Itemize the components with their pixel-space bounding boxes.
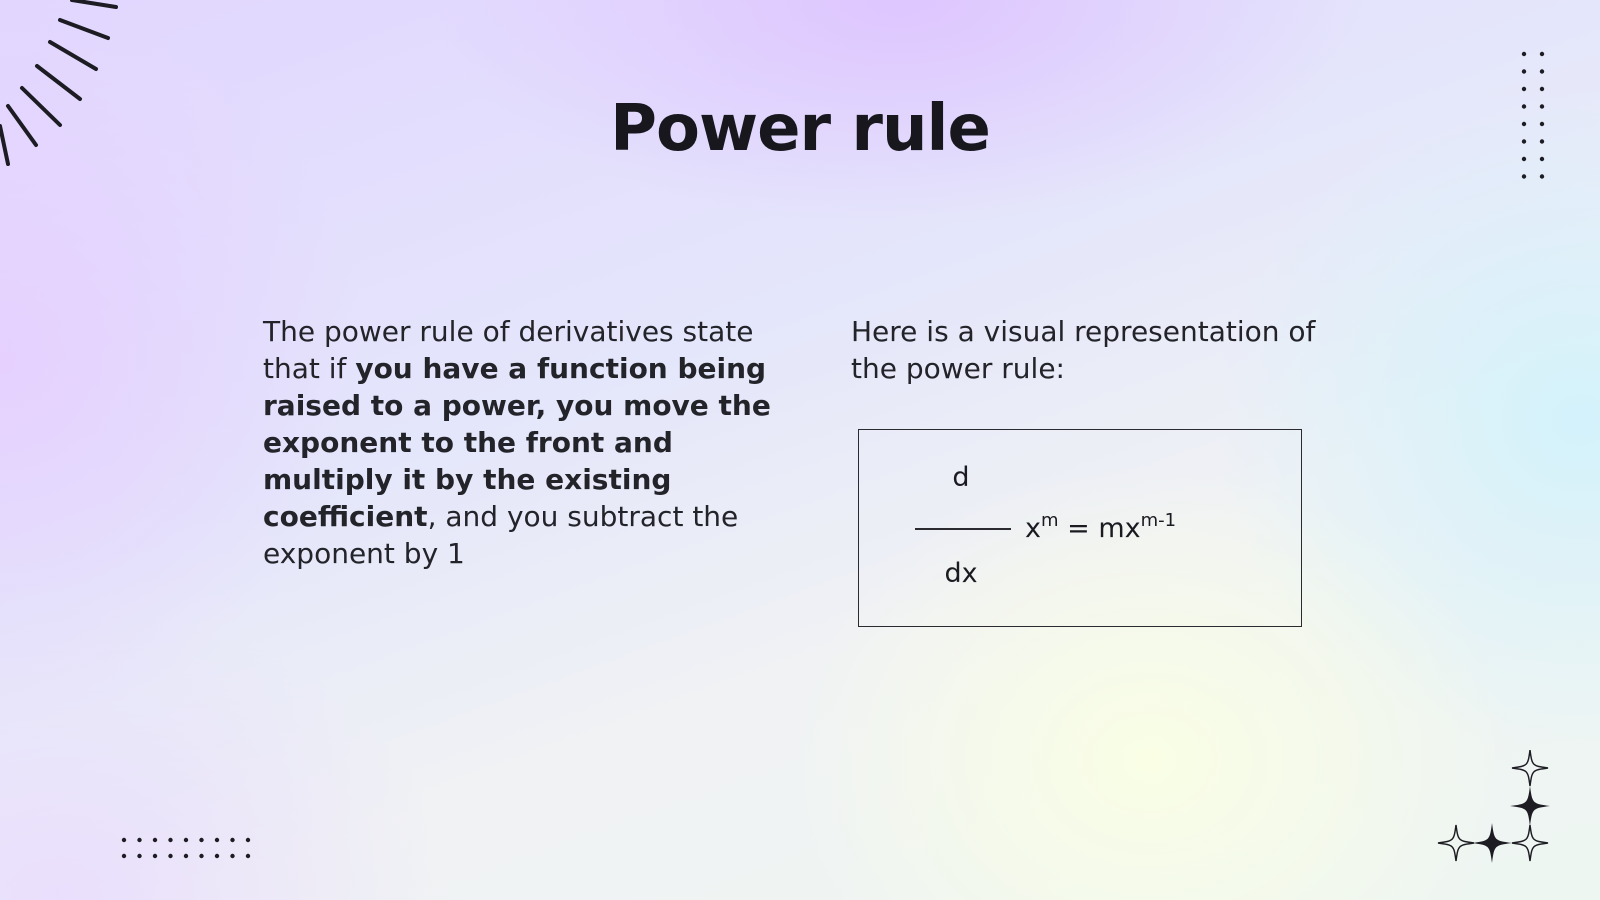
dot xyxy=(121,837,127,843)
dot xyxy=(1539,156,1545,162)
fraction-denominator: dx xyxy=(944,558,978,589)
visual-representation-intro: Here is a visual representation of the p… xyxy=(851,315,1316,385)
power-rule-description: The power rule of derivatives state that… xyxy=(263,313,783,572)
description-text-end: , and you subtract the exponent by 1 xyxy=(263,500,739,570)
dot xyxy=(230,837,235,843)
formula-base: x xyxy=(1025,513,1041,544)
formula-equals-result: = mx xyxy=(1058,513,1141,544)
dot xyxy=(214,837,220,843)
dot xyxy=(1539,51,1545,57)
description-text-start: The power rule of derivatives state that… xyxy=(263,315,754,385)
dot xyxy=(1521,121,1527,127)
dot xyxy=(1521,86,1527,92)
dot xyxy=(199,837,204,843)
dot xyxy=(168,837,173,843)
dot xyxy=(137,853,142,859)
sunburst-lines-icon xyxy=(0,0,118,166)
dot xyxy=(1539,86,1545,92)
formula-base-exponent: m xyxy=(1040,510,1059,531)
dot xyxy=(214,853,220,859)
dot xyxy=(183,837,189,843)
description-text-bold: you have a function being raised to a po… xyxy=(263,352,771,533)
dot xyxy=(1521,104,1527,109)
dot xyxy=(1521,156,1527,162)
fraction-numerator: d xyxy=(952,462,970,493)
dot xyxy=(152,853,158,859)
dot xyxy=(1521,51,1527,57)
dot xyxy=(137,837,142,843)
dot-grid-icon xyxy=(121,837,251,859)
dot xyxy=(121,853,127,859)
dot-grid-icon xyxy=(1521,51,1545,179)
slide-title: Power rule xyxy=(610,92,991,166)
dot xyxy=(1521,174,1527,179)
dot xyxy=(1539,69,1545,74)
dot xyxy=(183,853,189,859)
dot xyxy=(1521,139,1527,144)
dot xyxy=(168,853,173,859)
dot xyxy=(245,837,251,843)
dot xyxy=(1521,69,1527,74)
dot xyxy=(1539,139,1545,144)
dot xyxy=(245,853,251,859)
dot xyxy=(230,853,235,859)
formula-expression: xm = mxm-1 xyxy=(1025,510,1176,544)
dot xyxy=(199,853,204,859)
dot xyxy=(1539,174,1545,179)
sparkle-stars-icon xyxy=(1436,750,1560,866)
dot xyxy=(1539,104,1545,109)
formula-result-exponent: m-1 xyxy=(1140,510,1177,531)
dot xyxy=(1539,121,1545,127)
dot xyxy=(152,837,158,843)
fraction-bar xyxy=(915,528,1011,530)
formula-box: d dx xm = mxm-1 xyxy=(858,429,1302,627)
